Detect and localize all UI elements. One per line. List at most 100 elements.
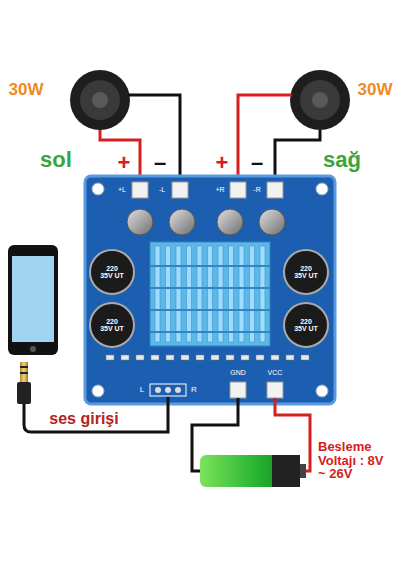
capacitor (90, 303, 134, 347)
heatsink-groove (150, 265, 270, 267)
pin-name: R (191, 386, 197, 394)
pin-name: -L (159, 186, 165, 193)
heatsink-fin (250, 246, 255, 342)
heatsink-fin (176, 246, 181, 342)
jack-ring (20, 372, 28, 374)
heatsink-fin (218, 246, 223, 342)
power-rating: 30W (358, 81, 393, 99)
polarity-sign: + (118, 151, 131, 174)
heatsink-fin (229, 246, 234, 342)
heatsink-fin (260, 246, 265, 342)
smd-part (226, 355, 234, 360)
smd-part (196, 355, 204, 360)
pin-name: L (140, 386, 144, 394)
pcb-board (85, 176, 335, 404)
mounting-hole (316, 183, 328, 195)
smd-components (106, 355, 309, 360)
capacitor (259, 209, 285, 235)
smd-part (166, 355, 174, 360)
smd-part (151, 355, 159, 360)
mounting-hole (92, 183, 104, 195)
pin-name: +R (215, 186, 224, 193)
smd-part (121, 355, 129, 360)
audio-cable (24, 397, 168, 432)
left-speaker (70, 70, 130, 130)
small-capacitors (127, 209, 285, 235)
speaker-cone (290, 70, 350, 130)
supply-note: Besleme Voltajı : 8V ~ 26V (318, 440, 392, 481)
heatsink-groove (150, 331, 270, 333)
terminal-pad (267, 382, 283, 398)
capacitor (127, 209, 153, 235)
heatsink-fin (155, 246, 160, 342)
phone (8, 245, 58, 355)
heatsink-body (150, 242, 270, 346)
right-speaker (290, 70, 350, 130)
input-label: ses girişi (49, 411, 118, 428)
black-wire (128, 95, 180, 186)
smd-part (286, 355, 294, 360)
pin-name: GND (230, 369, 246, 376)
pin-name: -R (253, 186, 260, 193)
battery (200, 455, 306, 487)
output-terminals (132, 182, 283, 198)
heatsink-groove (150, 287, 270, 289)
speaker-cone (70, 70, 130, 130)
heatsink (150, 242, 270, 346)
speaker-ring (300, 80, 340, 120)
battery-terminal (300, 464, 306, 478)
terminal-pad (267, 182, 283, 198)
speaker-dome (92, 92, 108, 108)
heatsink-fin (239, 246, 244, 342)
smd-part (211, 355, 219, 360)
battery-body (200, 455, 300, 487)
terminal-pad (230, 382, 246, 398)
terminal-pad (230, 182, 246, 198)
heatsink-groove (150, 309, 270, 311)
channel-name: sol (40, 148, 72, 171)
pin-name: VCC (268, 369, 283, 376)
terminal-pad (172, 182, 188, 198)
pin-name: +L (118, 186, 126, 193)
connector-outline (150, 384, 186, 396)
heatsink-fin (166, 246, 171, 342)
phone-button (30, 346, 36, 352)
phone-body (8, 245, 58, 355)
smd-part (181, 355, 189, 360)
connector-pin (165, 387, 171, 393)
capacitor (284, 250, 328, 294)
capacitor-marking: 220 35V UT (100, 265, 124, 280)
capacitor-marking: 220 35V UT (294, 318, 318, 333)
smd-part (136, 355, 144, 360)
polarity-sign: – (251, 151, 263, 174)
jack-ring (20, 366, 28, 368)
terminal-pad (132, 182, 148, 198)
connector-pin (155, 387, 161, 393)
mounting-hole (92, 385, 104, 397)
smd-part (271, 355, 279, 360)
mounting-hole (316, 385, 328, 397)
smd-part (301, 355, 309, 360)
power-rating: 30W (9, 81, 44, 99)
capacitor (90, 250, 134, 294)
capacitor-marking: 220 35V UT (294, 265, 318, 280)
audio-jack (17, 362, 31, 404)
jack-tip (20, 362, 28, 382)
heatsink-fin (208, 246, 213, 342)
speaker-ring (80, 80, 120, 120)
connector-pin (175, 387, 181, 393)
jack-body (17, 382, 31, 404)
capacitor-marking: 220 35V UT (100, 318, 124, 333)
smd-part (106, 355, 114, 360)
polarity-sign: – (154, 151, 166, 174)
polarity-sign: + (216, 151, 229, 174)
phone-screen (12, 256, 54, 342)
input-connector (150, 384, 186, 396)
speaker-dome (312, 92, 328, 108)
capacitor (284, 303, 328, 347)
capacitor (169, 209, 195, 235)
capacitor (217, 209, 243, 235)
